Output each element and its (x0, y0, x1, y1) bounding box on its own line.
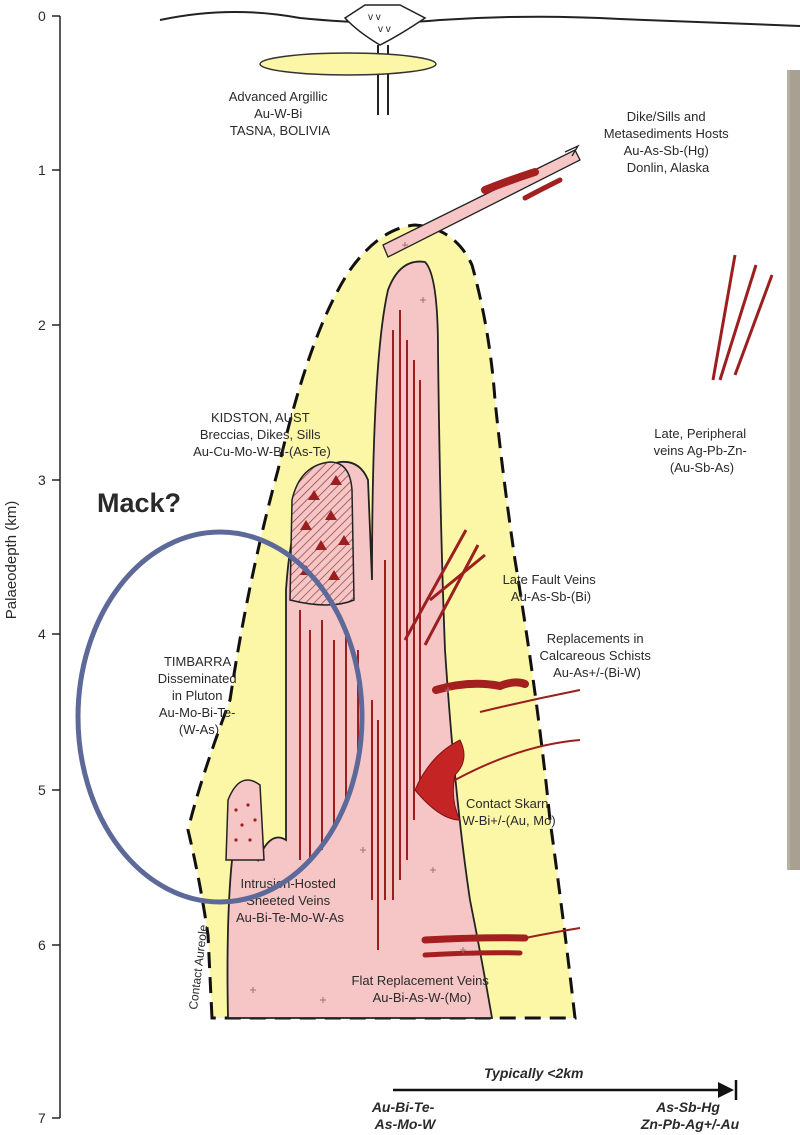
typically-arrow-head (718, 1082, 734, 1098)
label-dike-sills: Dike/Sills and Metasediments Hosts Au-As… (604, 109, 733, 175)
axis-tick-4: 4 (38, 626, 46, 642)
label-contact-aureole: Contact Aureole (186, 924, 210, 1011)
peripheral-veins (713, 255, 772, 380)
label-right-suite: As-Sb-Hg Zn-Pb-Ag+/-Au (640, 1099, 740, 1132)
axis-label: Palaeodepth (km) (3, 501, 20, 619)
sill-dike (383, 150, 580, 257)
label-late-peripheral: Late, Peripheral veins Ag-Pb-Zn- (Au-Sb-… (654, 426, 751, 475)
label-kidston: KIDSTON, AUST Breccias, Dikes, Sills Au-… (193, 410, 331, 459)
photo-strip-shade (790, 70, 800, 870)
volcano-v-marks-2: v v (378, 24, 391, 35)
axis-tick-6: 6 (38, 937, 46, 953)
flat-replacement-vein-1 (425, 938, 525, 940)
advanced-argillic-lens (260, 53, 436, 75)
volcano-v-marks: v v (368, 12, 381, 23)
label-intrusion-hosted: Intrusion-Hosted Sheeted Veins Au-Bi-Te-… (236, 876, 345, 925)
dotted-cupola (226, 780, 264, 860)
axis-tick-5: 5 (38, 782, 46, 798)
label-typically: Typically <2km (484, 1065, 583, 1081)
label-advanced-argillic: Advanced Argillic Au-W-Bi TASNA, BOLIVIA (229, 89, 332, 138)
label-replacements: Replacements in Calcareous Schists Au-As… (540, 631, 655, 680)
axis-tick-0: 0 (38, 8, 46, 24)
breccia-pipe (290, 462, 354, 605)
label-left-suite: Au-Bi-Te- As-Mo-W (371, 1099, 438, 1132)
label-mack: Mack? (97, 488, 181, 518)
flat-replacement-vein-2 (425, 953, 520, 955)
depth-axis (52, 16, 60, 1118)
axis-tick-1: 1 (38, 162, 46, 178)
axis-tick-3: 3 (38, 472, 46, 488)
ground-surface (160, 12, 800, 26)
axis-tick-7: 7 (38, 1110, 46, 1126)
axis-tick-2: 2 (38, 317, 46, 333)
